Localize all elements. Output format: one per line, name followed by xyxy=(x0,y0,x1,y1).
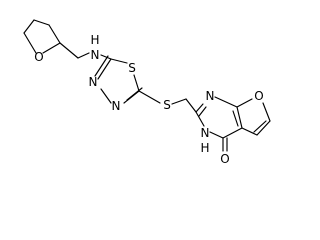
atom-oxygen-keto: O xyxy=(220,152,229,166)
atom-sulfur-linker: S xyxy=(163,98,171,112)
bond xyxy=(138,90,161,104)
bond xyxy=(232,110,239,127)
bond xyxy=(133,74,140,92)
bonds xyxy=(23,19,271,152)
bond xyxy=(110,58,128,64)
atom-hydrogen-amine: H xyxy=(90,33,99,47)
bond xyxy=(253,120,267,133)
atom-oxygen-furan: O xyxy=(254,89,263,103)
bond xyxy=(126,87,143,101)
bond xyxy=(198,106,207,117)
bond xyxy=(33,19,50,26)
bond xyxy=(42,42,61,54)
bond xyxy=(23,19,35,34)
bond xyxy=(214,96,238,108)
bond xyxy=(185,98,197,113)
atom-hydrogen-pyrimidine: H xyxy=(200,141,209,155)
atom-sulfur-thiadiazole: S xyxy=(128,61,136,75)
atom-nitrogen-thiadiazole-1: N xyxy=(89,75,98,89)
bond xyxy=(171,98,187,105)
bond xyxy=(236,98,253,108)
bond xyxy=(195,103,204,113)
bond xyxy=(256,120,271,136)
atom-nitrogen-pyrimidine-nh: N xyxy=(201,126,210,140)
molecule-structure-diagram: O H N N N S S N O N H O xyxy=(23,19,271,166)
bond xyxy=(262,102,271,122)
atom-nitrogen-thiadiazole-2: N xyxy=(112,99,121,113)
bond xyxy=(100,88,112,104)
bond xyxy=(59,42,79,59)
atom-nitrogen-pyrimidine: N xyxy=(206,89,215,103)
bond xyxy=(97,58,112,80)
bond xyxy=(209,131,224,139)
bond xyxy=(23,32,37,54)
bond xyxy=(100,54,112,60)
bond xyxy=(195,111,205,127)
bond xyxy=(222,127,243,139)
bond xyxy=(77,52,90,59)
atom-nitrogen-amine: N xyxy=(91,48,100,62)
bond xyxy=(94,55,109,77)
atom-labels: O H N N N S S N O N H O xyxy=(34,33,263,166)
bond xyxy=(48,24,61,44)
atom-oxygen-thf: O xyxy=(34,50,43,64)
bond xyxy=(236,106,243,129)
bond xyxy=(241,127,258,136)
